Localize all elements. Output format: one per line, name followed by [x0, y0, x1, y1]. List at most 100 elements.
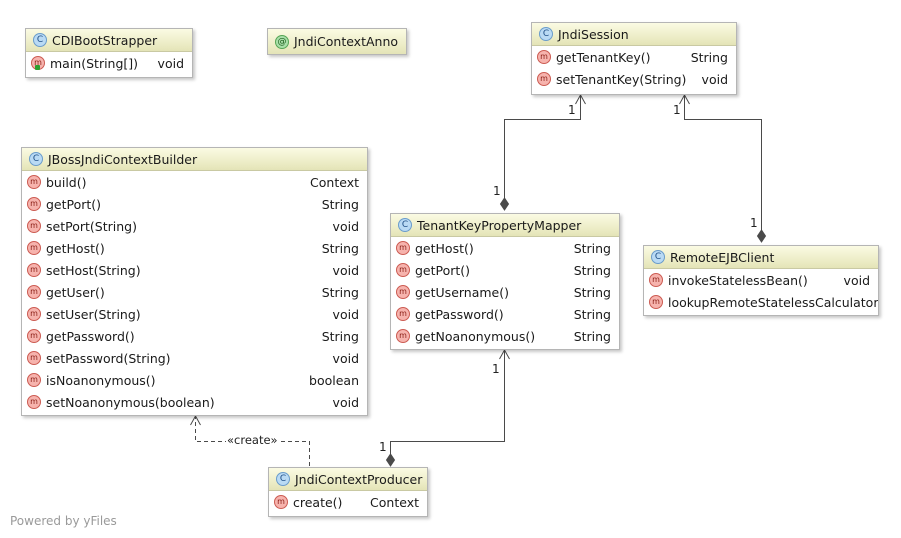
method-row[interactable]: m setPort(String) void	[22, 215, 367, 237]
method-name: getPassword()	[46, 328, 135, 344]
method-icon: m	[27, 219, 41, 233]
method-name: setUser(String)	[46, 306, 141, 322]
method-return-type: void	[332, 394, 359, 410]
method-row[interactable]: m getTenantKey() String	[532, 46, 736, 68]
method-icon: m	[27, 285, 41, 299]
method-name: build()	[46, 174, 87, 190]
method-return-type: void	[332, 306, 359, 322]
method-return-type: void	[332, 262, 359, 278]
method-row[interactable]: m main(String[]) void	[26, 52, 192, 74]
method-name: setNoanonymous(boolean)	[46, 394, 215, 410]
static-marker-icon	[35, 65, 40, 70]
method-icon: m	[27, 351, 41, 365]
method-return-type: String	[573, 306, 611, 322]
method-name: getPassword()	[415, 306, 504, 322]
method-name: getUser()	[46, 284, 105, 300]
method-return-type: String	[573, 284, 611, 300]
method-name: setHost(String)	[46, 262, 141, 278]
method-name: getTenantKey()	[556, 49, 651, 65]
method-name: setPort(String)	[46, 218, 137, 234]
edge-producer-builder-arrow	[190, 414, 201, 426]
method-icon: m	[396, 263, 410, 277]
edge-producer-builder[interactable]	[195, 417, 310, 466]
method-return-type: String	[690, 49, 728, 65]
edge-session-remote[interactable]	[684, 96, 762, 232]
edge-mapper-producer-diamond	[385, 453, 396, 467]
method-icon: m	[537, 50, 551, 64]
class-name: RemoteEJBClient	[670, 249, 775, 265]
method-return-type: void	[701, 71, 728, 87]
method-icon: m	[27, 175, 41, 189]
edge-mapper-producer-arrow	[499, 348, 510, 360]
method-name: lookupRemoteStatelessCalculator()	[668, 294, 879, 310]
method-row[interactable]: m setHost(String) void	[22, 259, 367, 281]
method-return-type: String	[321, 284, 359, 300]
method-icon: m	[27, 373, 41, 387]
edge-session-remote-arrow	[679, 93, 690, 105]
method-icon: m	[27, 263, 41, 277]
method-name: main(String[])	[50, 55, 139, 71]
class-name: TenantKeyPropertyMapper	[417, 217, 582, 233]
method-row[interactable]: m setPassword(String) void	[22, 347, 367, 369]
class-header: C JndiSession	[532, 23, 736, 46]
annotation-jndi-context-anno[interactable]: @ JndiContextAnno	[267, 28, 407, 55]
class-name: CDIBootStrapper	[52, 32, 158, 48]
method-icon: m	[396, 241, 410, 255]
class-icon: C	[539, 27, 553, 41]
class-icon: C	[29, 152, 43, 166]
edge-mapper-producer[interactable]	[390, 351, 505, 456]
class-header: C JBossJndiContextBuilder	[22, 148, 367, 171]
method-return-type: String	[321, 240, 359, 256]
class-header: C CDIBootStrapper	[26, 29, 192, 52]
method-return-type: void	[843, 272, 870, 288]
class-cdi-boot-strapper[interactable]: C CDIBootStrapper m main(String[]) void	[25, 28, 193, 78]
class-name: JBossJndiContextBuilder	[48, 151, 198, 167]
method-icon: m	[27, 329, 41, 343]
powered-by-label: Powered by yFiles	[10, 514, 117, 528]
method-row[interactable]: m getUser() String	[22, 281, 367, 303]
method-return-type: boolean	[309, 372, 359, 388]
method-name: create()	[293, 494, 343, 510]
class-header: C JndiContextProducer	[269, 468, 427, 491]
method-row[interactable]: m isNoanonymous() boolean	[22, 369, 367, 391]
method-icon: m	[27, 197, 41, 211]
method-icon: m	[396, 285, 410, 299]
method-name: setTenantKey(String)	[556, 71, 687, 87]
class-jndi-session[interactable]: C JndiSession m getTenantKey() String m …	[531, 22, 737, 95]
class-icon: C	[33, 33, 47, 47]
method-name: setPassword(String)	[46, 350, 171, 366]
class-name: JndiSession	[558, 26, 629, 42]
class-name: JndiContextAnno	[294, 34, 399, 49]
method-return-type: String	[573, 328, 611, 344]
edge-session-mapper-arrow	[575, 93, 586, 105]
multiplicity-label: 1	[492, 362, 500, 376]
method-return-type: void	[332, 350, 359, 366]
edge-session-mapper[interactable]	[504, 96, 581, 200]
method-return-type: String	[573, 262, 611, 278]
method-name: isNoanonymous()	[46, 372, 156, 388]
method-row[interactable]: m setTenantKey(String) void	[532, 68, 736, 90]
method-return-type: void	[332, 218, 359, 234]
class-name: JndiContextProducer	[295, 471, 423, 487]
method-name: getHost()	[415, 240, 474, 256]
create-stereotype-label: «create»	[226, 433, 279, 447]
edge-session-mapper-diamond	[499, 197, 510, 211]
